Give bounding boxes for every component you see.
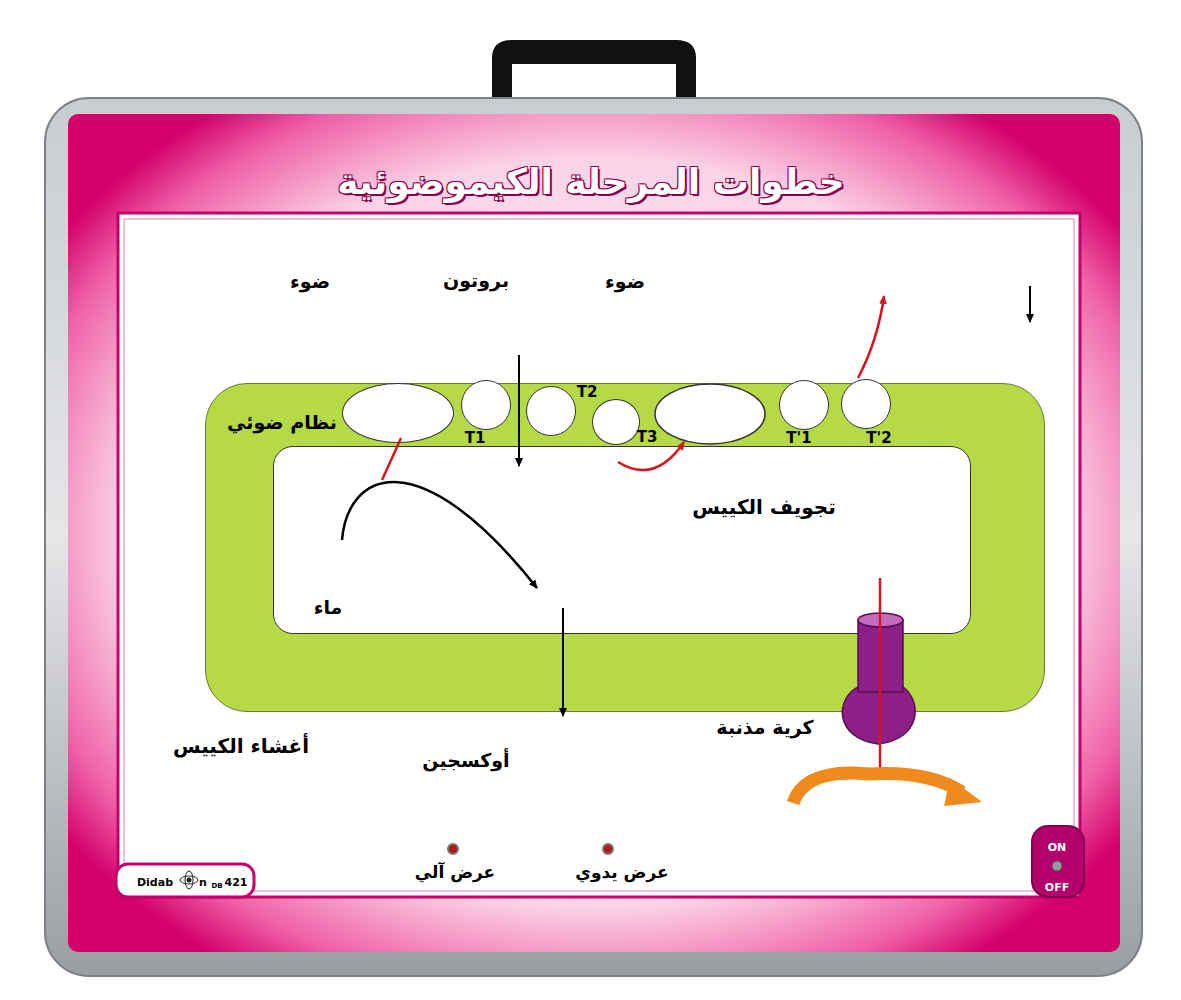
synthase-shape xyxy=(828,612,923,752)
transporter-label-wrap: T2 xyxy=(577,382,598,401)
frame xyxy=(45,98,1142,976)
button-label-wrap: عرض آلي xyxy=(415,862,495,882)
title-wrap: خطوات المرحلة الكيموضوئية xyxy=(337,160,845,203)
water-label: ماء xyxy=(314,596,343,618)
pink-ground xyxy=(68,114,1120,952)
switch-label: ON xyxy=(1048,841,1067,854)
handle xyxy=(492,40,696,104)
brand-text: n xyxy=(199,876,207,889)
transporter-circle: T'1 xyxy=(779,380,829,430)
switch-label-wrap: OFF xyxy=(1045,876,1069,895)
model-text-wrap: 421 xyxy=(225,871,248,890)
button-dot xyxy=(448,844,458,854)
transporter-label: T'1 xyxy=(786,429,811,447)
synthase-label: كرية مذنبة xyxy=(716,716,813,738)
water-arrow xyxy=(342,482,537,588)
model-text-wrap: DB xyxy=(211,873,222,892)
brand-text-wrap: n xyxy=(199,871,207,890)
transporter-circle: T'2 xyxy=(841,379,891,429)
proton-label-wrap: بروتون xyxy=(443,269,509,292)
panel xyxy=(118,213,1080,897)
water-label-wrap: ماء xyxy=(314,596,343,619)
button-label: عرض يدوي xyxy=(575,862,668,882)
oxygen-arrow xyxy=(562,608,564,716)
transporter-label-wrap: T1 xyxy=(465,428,486,447)
brand-logo xyxy=(180,871,198,889)
atp-arrow xyxy=(793,773,962,803)
lumen-label-wrap: تجويف الكييس xyxy=(692,495,835,519)
light-arrow xyxy=(1029,286,1031,322)
brand-tab xyxy=(116,864,254,897)
panel-line xyxy=(124,219,1074,891)
membrane-label: أغشاء الكييس xyxy=(173,734,309,758)
transporter-label: T3 xyxy=(637,428,658,446)
photosystem-ellipse xyxy=(655,384,765,444)
lumen-label: تجويف الكييس xyxy=(692,495,835,519)
button-label-wrap: عرض يدوي xyxy=(575,862,668,882)
electron-line xyxy=(382,438,401,480)
proton-label: بروتون xyxy=(443,269,509,291)
transporter-label: T1 xyxy=(465,429,486,447)
button-label: عرض آلي xyxy=(415,862,495,882)
switch-tab xyxy=(1032,826,1084,897)
brand-text: Didab xyxy=(137,876,173,889)
photosystem-label: نظام ضوئي xyxy=(227,411,337,433)
transporter-label-wrap: T'1 xyxy=(786,428,811,447)
transporter-label-wrap: T3 xyxy=(637,427,658,446)
photosystem-label-wrap: نظام ضوئي xyxy=(227,411,337,434)
brand-text-wrap: Didab xyxy=(137,871,173,890)
light-label: ضوء xyxy=(290,270,330,292)
transporter-circle: T3 xyxy=(592,399,640,445)
photosystem: نظام ضوئي xyxy=(342,383,454,443)
model-text: 421 xyxy=(225,876,248,889)
switch xyxy=(1052,861,1062,871)
transporter-label-wrap: T'2 xyxy=(866,428,891,447)
proton-arrow xyxy=(518,355,520,466)
transporter-circle: T1 xyxy=(461,380,511,430)
light-label-wrap: ضوء xyxy=(605,270,645,293)
membrane-label-wrap: أغشاء الكييس xyxy=(173,734,309,758)
atp-arrow-head xyxy=(944,778,982,806)
model-text: DB xyxy=(211,882,222,890)
light-label: ضوء xyxy=(605,270,645,292)
title: خطوات المرحلة الكيموضوئية xyxy=(337,161,845,202)
thylakoid-membrane: أغشاء الكييستجويف الكييسنظام ضوئيT1T2T3T… xyxy=(205,383,1045,712)
oxygen-label: أوكسجين xyxy=(422,749,509,771)
electron-arrow xyxy=(858,296,884,378)
oxygen-label-wrap: أوكسجين xyxy=(422,749,509,772)
atp-synthase: كرية مذنبة xyxy=(828,612,923,752)
transporter-label: T2 xyxy=(577,383,598,401)
transporter-label: T'2 xyxy=(866,429,891,447)
transporter-circle: T2 xyxy=(526,386,576,436)
synthase-label-wrap: كرية مذنبة xyxy=(716,716,813,739)
proton-flow-arrow xyxy=(879,578,882,776)
light-label-wrap: ضوء xyxy=(290,270,330,293)
switch-label-wrap: ON xyxy=(1048,836,1067,855)
thylakoid-lumen: تجويف الكييس xyxy=(273,446,971,634)
electron-arrow xyxy=(618,442,684,470)
switch-label: OFF xyxy=(1045,881,1069,894)
button-dot xyxy=(603,844,613,854)
